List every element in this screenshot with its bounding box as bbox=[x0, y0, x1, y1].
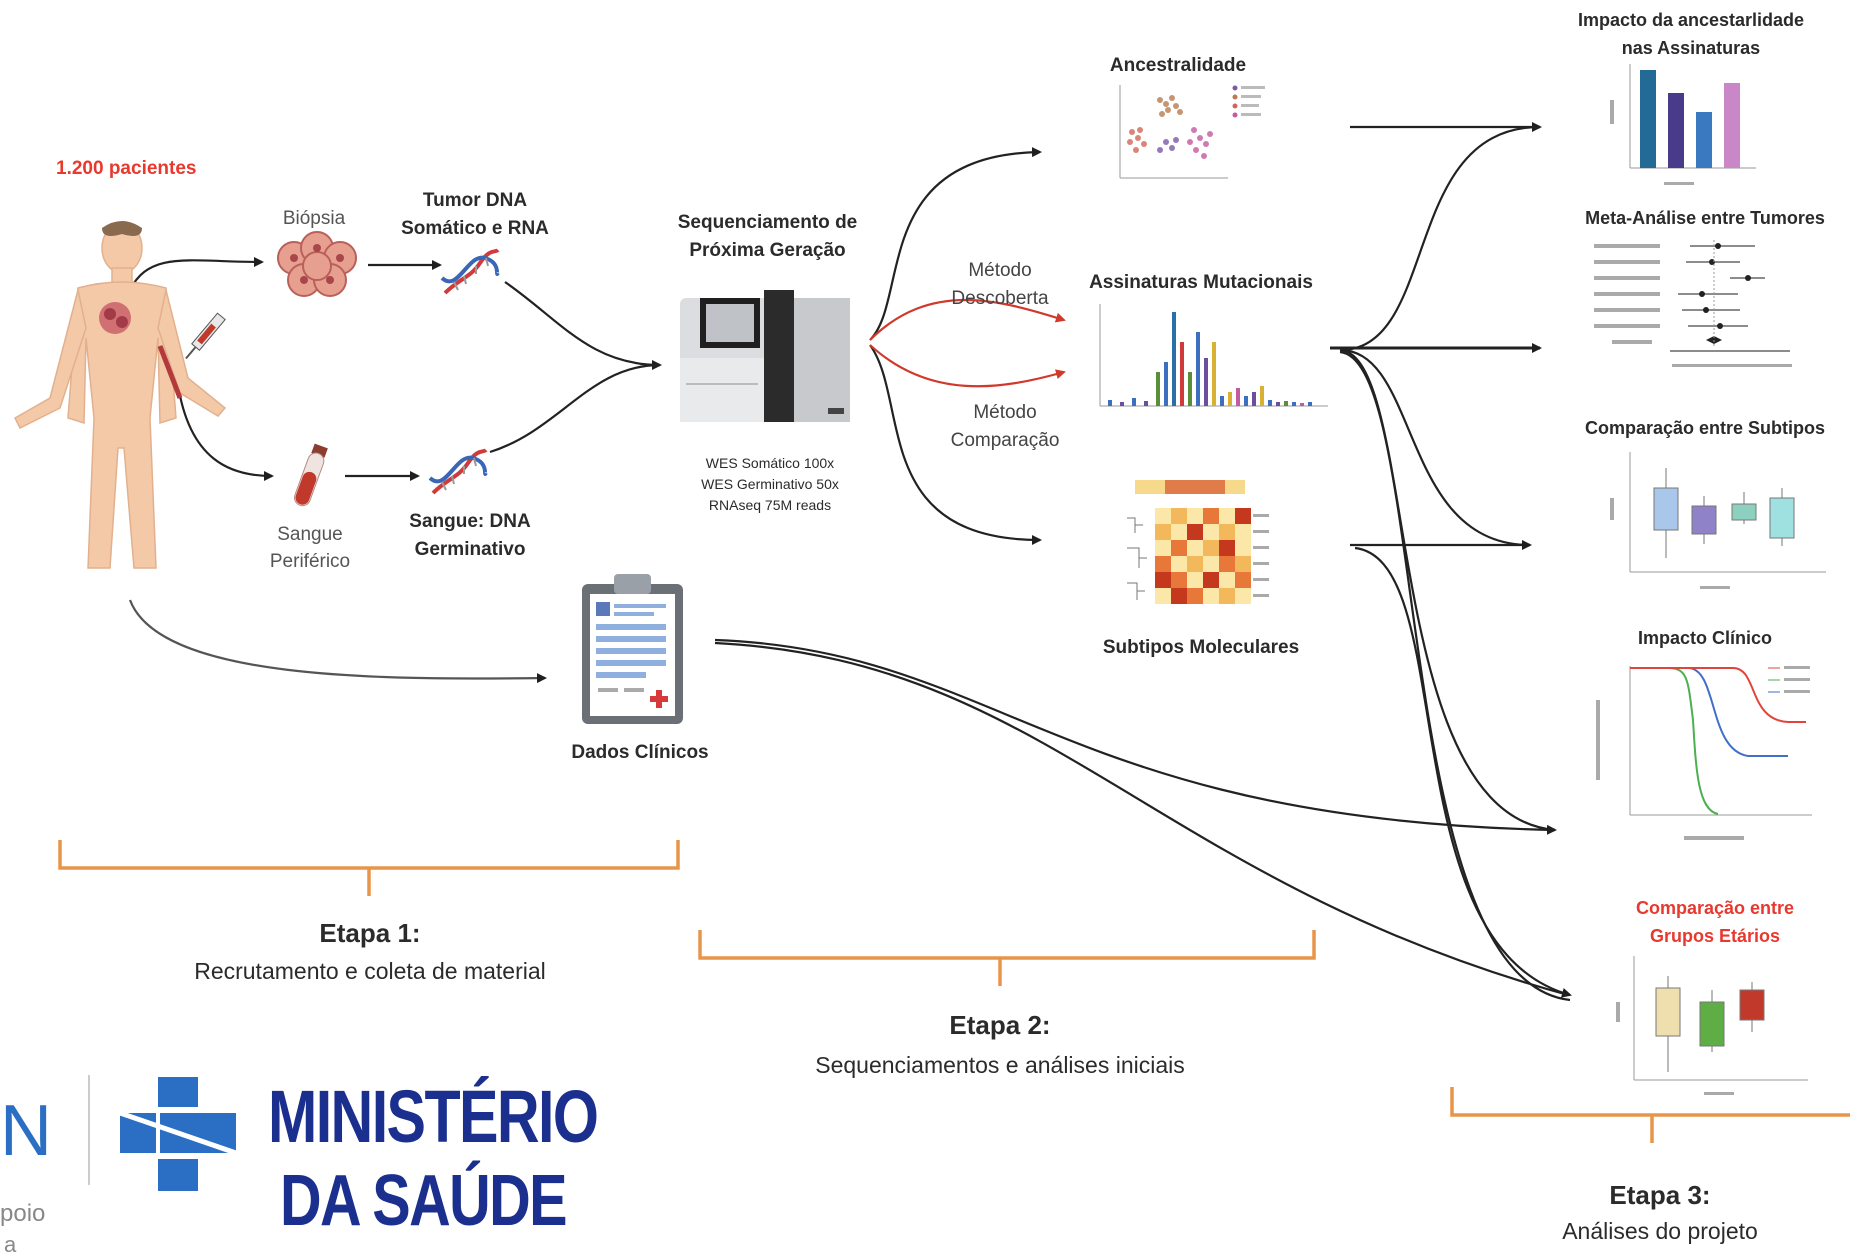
signatures-title: Assinaturas Mutacionais bbox=[1089, 272, 1313, 293]
age-groups-title-line2: Grupos Etários bbox=[1649, 926, 1781, 946]
patient-body-illustration bbox=[14, 221, 227, 569]
stage2-subtitle: Sequenciamentos e análises iniciais bbox=[815, 1052, 1185, 1078]
clinical-impact-survival-curve bbox=[1596, 666, 1812, 840]
clinical-clipboard-icon bbox=[582, 574, 683, 724]
stage3-subtitle: Análises do projeto bbox=[1562, 1218, 1758, 1244]
arrow-patient-biopsy bbox=[129, 256, 264, 291]
tumor-dna-label-line1: Tumor DNA bbox=[422, 190, 528, 211]
arrow-clinical-impact bbox=[714, 638, 1557, 835]
arrow-ngs-ancestry bbox=[869, 147, 1042, 341]
stage1-title: Etapa 1: bbox=[319, 918, 421, 948]
arrow-patient-blood bbox=[176, 384, 274, 481]
arrow-ngs-signatures-discovery bbox=[869, 299, 1066, 341]
arrow-germline-ngs bbox=[489, 363, 661, 454]
stage1-bracket bbox=[58, 840, 680, 896]
ngs-label-line1: Sequenciamento de bbox=[677, 212, 858, 233]
dna-helix-icon bbox=[440, 248, 500, 295]
arrow-ngs-signatures-comparison bbox=[869, 344, 1066, 388]
biopsy-tissue-icon bbox=[277, 231, 357, 297]
patient-count-label: 1.200 pacientes bbox=[56, 158, 197, 179]
stage2-bracket bbox=[698, 930, 1316, 986]
comparison-method-line1: Método bbox=[973, 402, 1037, 423]
meta-analysis-title: Meta-Análise entre Tumores bbox=[1585, 208, 1825, 228]
subtype-comparison-boxplot bbox=[1610, 452, 1826, 589]
signatures-bar-chart bbox=[1099, 304, 1328, 407]
ngs-spec-line3: RNAseq 75M reads bbox=[708, 497, 832, 513]
stage3-title: Etapa 3: bbox=[1609, 1180, 1711, 1210]
tumor-dna-label-line2: Somático e RNA bbox=[401, 218, 549, 239]
sequencer-machine-icon bbox=[680, 290, 850, 422]
ancestry-title: Ancestralidade bbox=[1109, 55, 1247, 76]
logo-divider bbox=[88, 1075, 90, 1185]
clinical-impact-title: Impacto Clínico bbox=[1637, 628, 1772, 648]
stage1-subtitle: Recrutamento e coleta de material bbox=[194, 958, 546, 984]
germline-label-line1: Sangue: DNA bbox=[409, 511, 531, 532]
meta-analysis-forest-plot bbox=[1594, 240, 1792, 367]
partial-logo-letter: N bbox=[0, 1091, 52, 1171]
subtype-comparison-title: Comparação entre Subtipos bbox=[1584, 418, 1826, 438]
germline-label-line2: Germinativo bbox=[414, 539, 526, 560]
age-groups-title-line1: Comparação entre bbox=[1635, 898, 1795, 918]
discovery-method-line1: Método bbox=[968, 260, 1032, 281]
ngs-label-line2: Próxima Geração bbox=[689, 240, 846, 261]
arrow-tumor-ngs bbox=[504, 281, 662, 370]
ministry-cross-logo bbox=[119, 1077, 237, 1191]
blood-tube-icon bbox=[293, 443, 328, 507]
discovery-method-line2: Descoberta bbox=[951, 288, 1049, 309]
arrow-patient-clinical bbox=[128, 599, 547, 684]
ngs-spec-line1: WES Somático 100x bbox=[705, 455, 835, 471]
ancestry-pca-plot bbox=[1119, 85, 1265, 179]
impact-ancestry-title-line1: Impacto da ancestarlidade bbox=[1577, 10, 1805, 30]
dna-helix-germline-icon bbox=[428, 448, 488, 495]
ministry-name-line2: DA SAÚDE bbox=[280, 1161, 567, 1241]
comparison-method-line2: Comparação bbox=[950, 430, 1060, 451]
ministry-name-line1: MINISTÉRIO bbox=[268, 1075, 599, 1158]
stage2-title: Etapa 2: bbox=[949, 1010, 1051, 1040]
ngs-spec-line2: WES Germinativo 50x bbox=[701, 476, 839, 492]
age-groups-boxplot bbox=[1616, 956, 1808, 1095]
subtypes-heatmap bbox=[1127, 480, 1269, 604]
blood-label-line2: Periférico bbox=[269, 551, 351, 572]
partial-logo-text-bottom: a bbox=[4, 1232, 17, 1257]
stage3-bracket bbox=[1450, 1087, 1850, 1143]
impact-ancestry-title-line2: nas Assinaturas bbox=[1621, 38, 1761, 58]
partial-logo-text: poio bbox=[0, 1200, 46, 1227]
arrow-ngs-subtypes bbox=[869, 344, 1042, 545]
arrow-clinical-age bbox=[714, 641, 1569, 997]
clinical-data-label: Dados Clínicos bbox=[571, 742, 709, 763]
blood-label-line1: Sangue bbox=[277, 524, 343, 545]
impact-ancestry-bar-chart bbox=[1610, 64, 1756, 185]
subtypes-title: Subtipos Moleculares bbox=[1102, 637, 1300, 658]
biopsy-label: Biópsia bbox=[282, 208, 346, 229]
